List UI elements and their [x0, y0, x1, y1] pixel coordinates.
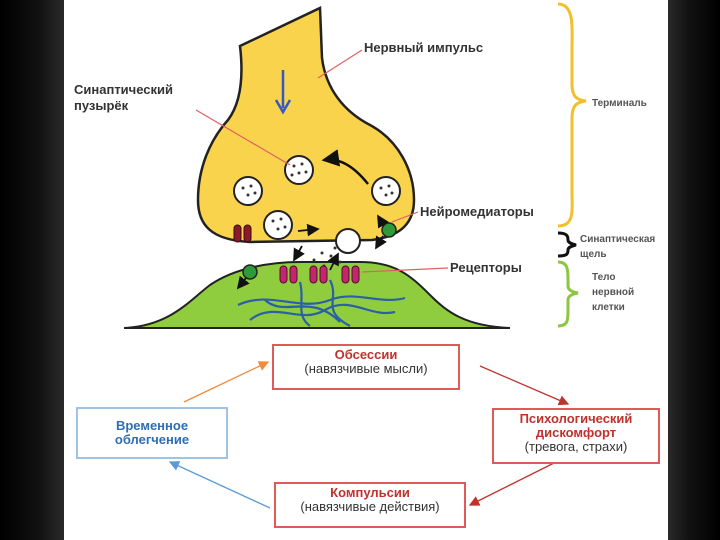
box-obsessions: Обсессии (навязчивые мысли): [272, 344, 460, 390]
compulsions-title: Компульсии: [330, 485, 410, 500]
synaptic-cleft-brace: [557, 231, 577, 258]
box-psychological-discomfort: Психологический дискомфорт (тревога, стр…: [492, 408, 660, 464]
label-neurotransmitters: Нейромедиаторы: [420, 204, 534, 219]
label-synaptic-cleft: Синаптическая щель: [580, 234, 656, 260]
label-receptors: Рецепторы: [450, 260, 522, 275]
discomfort-subtitle: (тревога, страхи): [524, 439, 628, 454]
box-temporary-relief: Временное облегчение: [76, 407, 228, 459]
vesicle-molecules: [241, 162, 394, 268]
left-dark-border: [0, 0, 64, 540]
nerve-impulse-arrowhead: [274, 99, 292, 115]
arrow-discomfort-to-compulsions: [468, 461, 557, 506]
postsynaptic-green-receptor: [242, 264, 258, 280]
right-dark-border: [668, 0, 720, 540]
discomfort-title: Психологический дискомфорт: [519, 411, 633, 440]
label-terminal: Терминаль: [592, 98, 647, 109]
label-synaptic-vesicle: Синаптический пузырёк: [74, 82, 173, 113]
label-nerve-impulse: Нервный импульс: [364, 40, 484, 55]
vesicle-cycle-arrow: [321, 149, 369, 185]
nerve-fibers: [237, 279, 406, 327]
obsessions-title: Обсессии: [334, 347, 398, 362]
compulsions-subtitle: (навязчивые действия): [300, 499, 440, 514]
arrow-obsessions-to-discomfort: [479, 365, 570, 406]
obsessions-subtitle: (навязчивые мысли): [304, 361, 428, 376]
arrow-compulsions-to-relief: [168, 461, 271, 509]
synaptic-vesicles: [233, 155, 401, 254]
relief-title: Временное облегчение: [114, 418, 190, 447]
postsynaptic-receptors: [279, 265, 360, 284]
terminal-brace: [557, 2, 587, 228]
nerve-cell-brace: [557, 260, 579, 328]
box-compulsions: Компульсии (навязчивые действия): [274, 482, 466, 528]
label-nerve-cell-body: Тело нервной клетки: [592, 272, 635, 313]
callout-lines: [195, 49, 449, 273]
arrow-relief-to-obsessions: [183, 361, 270, 403]
molecule-flow-arrows: [236, 214, 389, 290]
presynaptic-receptors: [233, 224, 252, 243]
